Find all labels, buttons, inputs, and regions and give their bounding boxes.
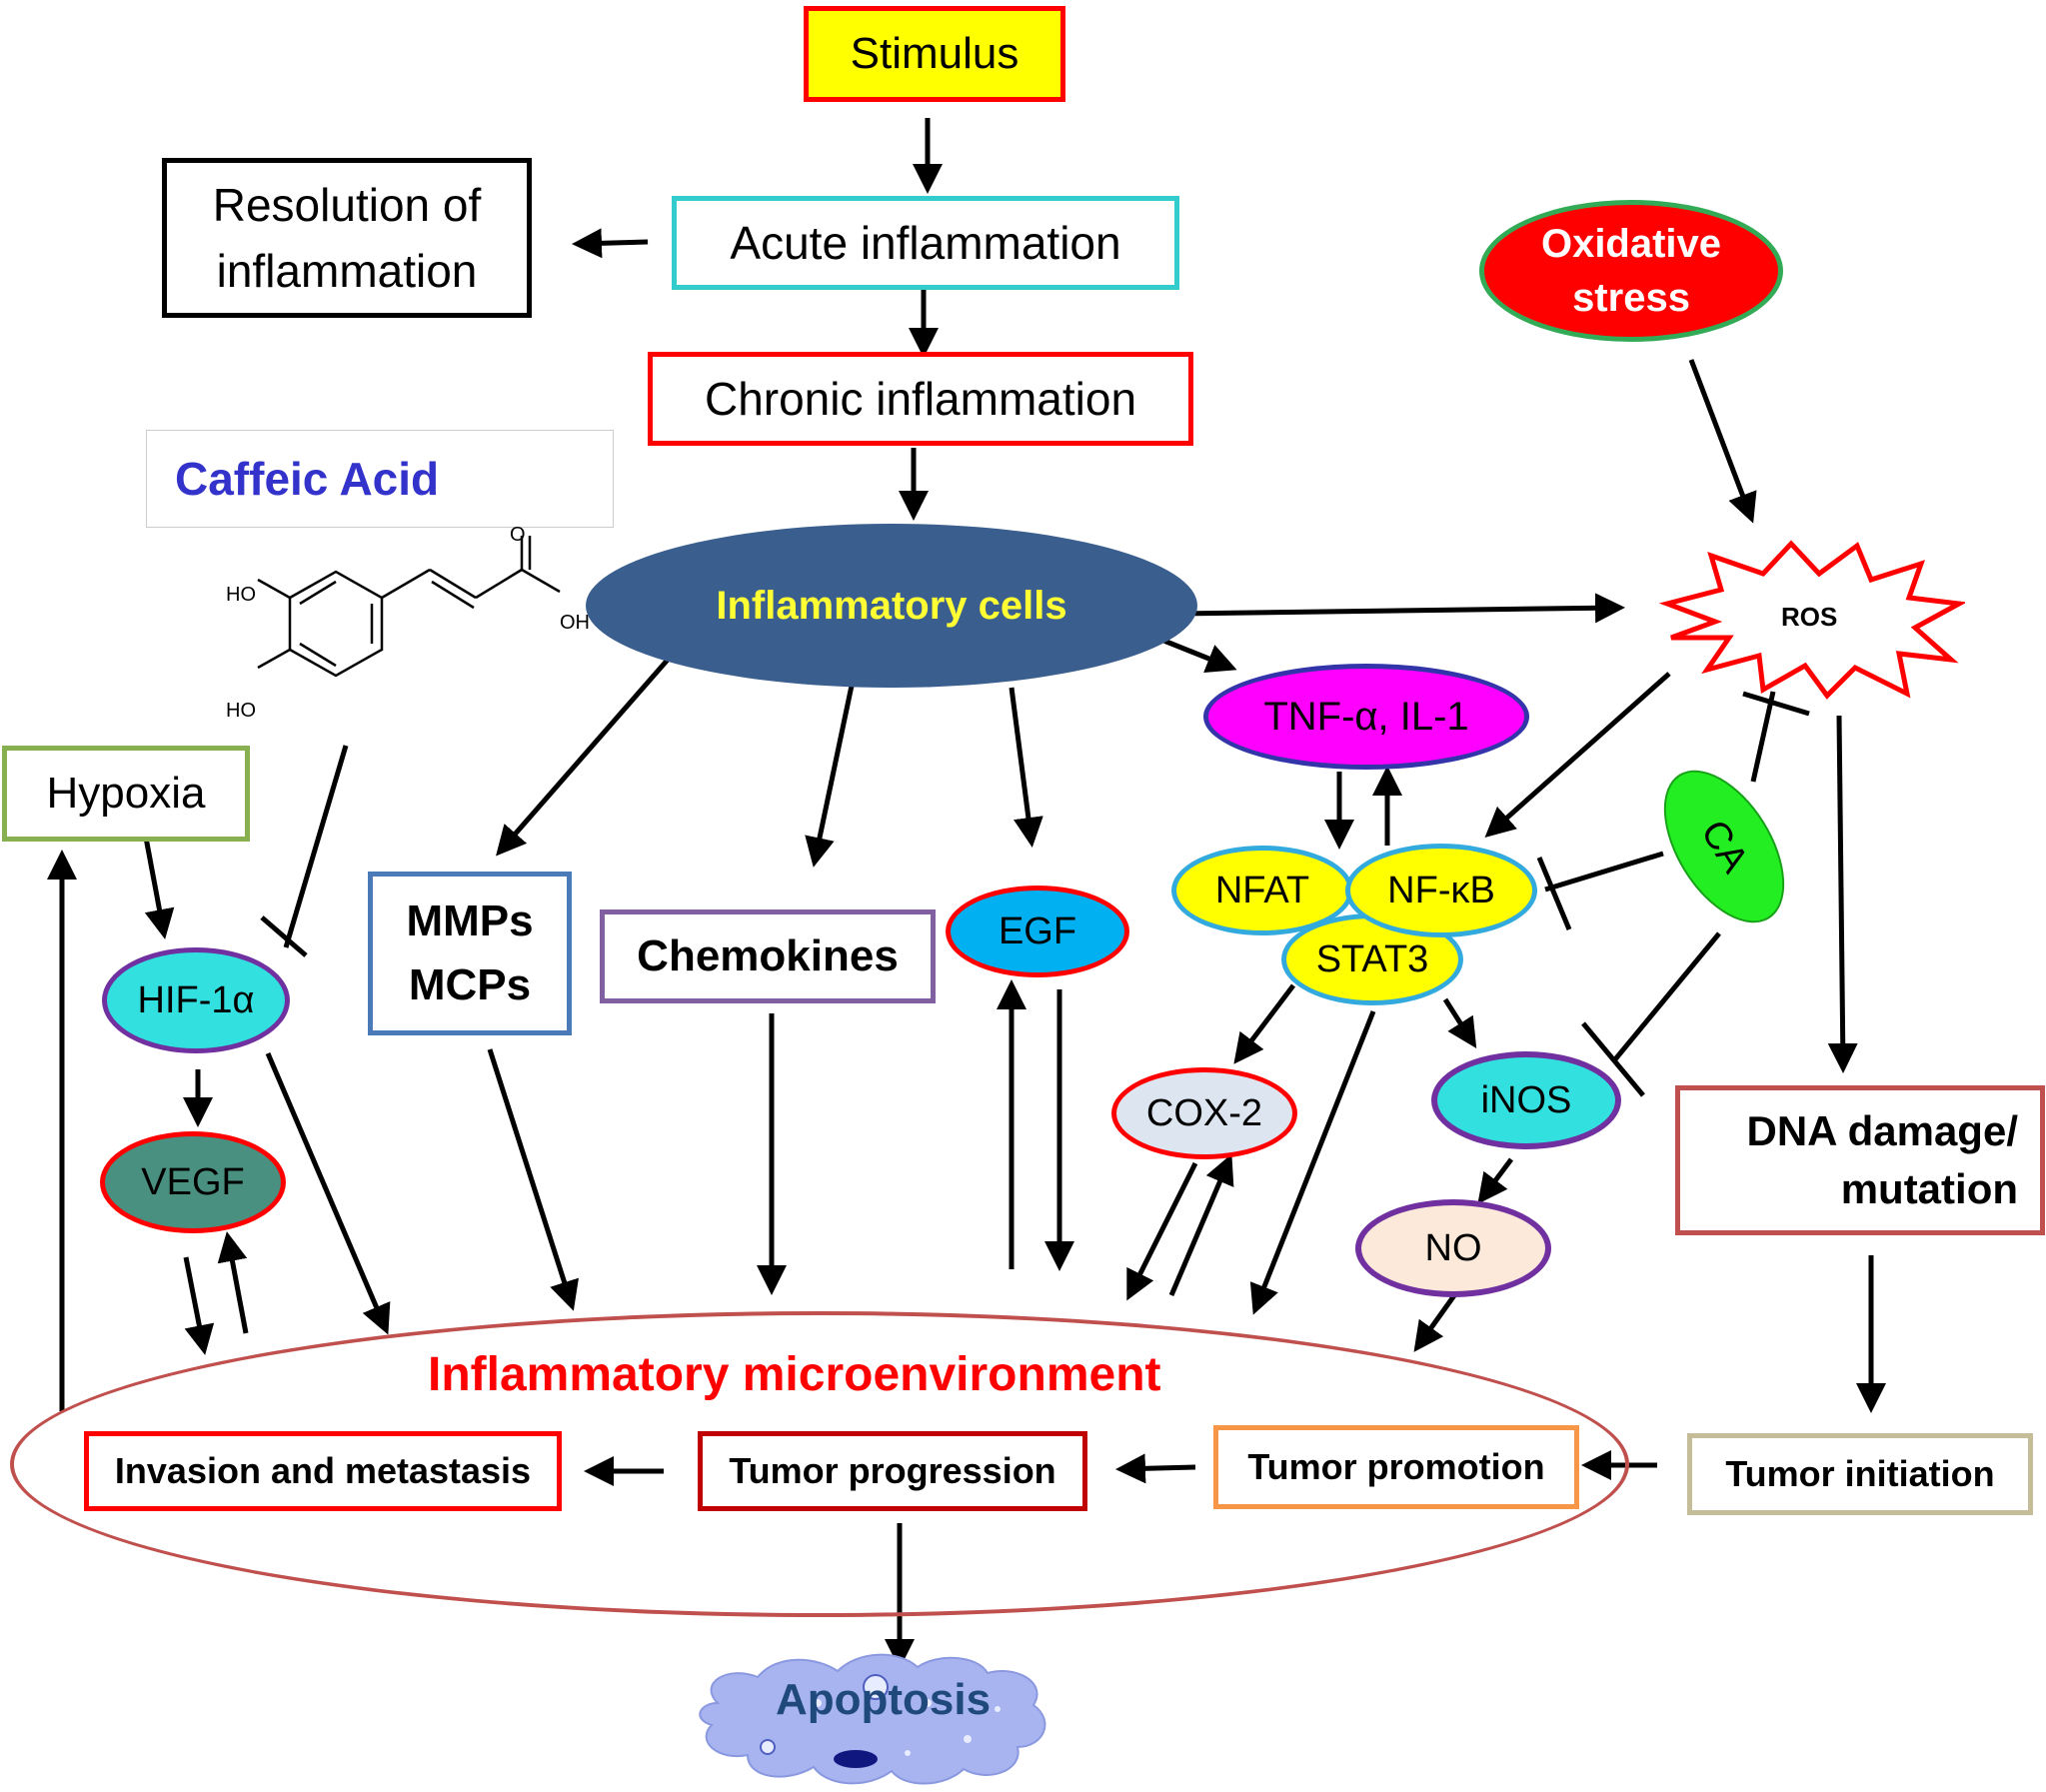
caffeic-acid-title: Caffeic Acid xyxy=(175,453,440,505)
tumor-initiation-node: Tumor initiation xyxy=(1687,1433,2033,1515)
inhibit-bar-caffeic-hif xyxy=(260,915,308,957)
inhibit-bar-ca-ros xyxy=(1742,691,1810,717)
oxidative-stress-line1: Oxidative xyxy=(1540,222,1722,266)
cox2-label: COX-2 xyxy=(1145,1091,1263,1134)
structure-ho-bottom: HO xyxy=(226,700,256,722)
inhibit-caffeic-hif xyxy=(283,745,349,948)
tnf-il1-node: TNF-α, IL-1 xyxy=(1203,664,1529,770)
hif1a-node: HIF-1α xyxy=(102,947,290,1053)
inhibit-bar-ca-nfkb xyxy=(1536,857,1572,930)
structure-ho-top: HO xyxy=(226,584,256,606)
inflammatory-microenvironment-ellipse xyxy=(10,1311,1629,1617)
benzene-ring xyxy=(288,570,384,678)
acute-inflammation-node: Acute inflammation xyxy=(672,196,1179,290)
hif1a-label: HIF-1α xyxy=(137,978,255,1021)
inflammatory-cells-node: Inflammatory cells xyxy=(586,524,1197,688)
arrow-mmps-microenv xyxy=(487,1048,579,1311)
arrow-cells-egf xyxy=(1009,687,1043,848)
hypoxia-node: Hypoxia xyxy=(2,746,250,842)
ca-label: CA xyxy=(1692,813,1757,881)
resolution-label-line1: Resolution of xyxy=(212,179,482,231)
arrow-microenv-vegf xyxy=(217,1231,249,1334)
stat3-label: STAT3 xyxy=(1315,937,1429,980)
nfkb-node: NF-κB xyxy=(1345,844,1537,937)
apoptosis-cell-image xyxy=(699,1653,1046,1785)
arrow-hypoxia-hif xyxy=(143,837,175,939)
vegf-node: VEGF xyxy=(100,1131,286,1233)
arrow-cells-chemokines xyxy=(805,685,855,868)
arrow-ros-dna xyxy=(1827,715,1858,1073)
apoptosis-label: Apoptosis xyxy=(776,1675,992,1724)
nfkb-label: NF-κB xyxy=(1387,869,1495,911)
vegf-label: VEGF xyxy=(141,1160,245,1203)
invasion-metastasis-label: Invasion and metastasis xyxy=(114,1450,532,1491)
tumor-progression-node: Tumor progression xyxy=(698,1431,1087,1511)
arrows xyxy=(47,118,1886,1669)
inhibit-ca-nfkb xyxy=(1544,851,1664,893)
arrow-vegf-microenv xyxy=(183,1256,215,1355)
ros-label: ROS xyxy=(1781,602,1838,632)
caffeic-acid-title-box: Caffeic Acid xyxy=(146,430,614,528)
caffeic-acid-structure xyxy=(257,536,561,678)
oxidative-stress-line2: stress xyxy=(1572,276,1690,320)
arrow-inos-no xyxy=(1477,1157,1513,1204)
hypoxia-label: Hypoxia xyxy=(46,769,206,818)
resolution-label-line2: inflammation xyxy=(216,245,478,297)
arrow-oxidative-ros xyxy=(1688,359,1757,524)
inhibit-bar-ca-inos xyxy=(1581,1021,1645,1097)
tumor-initiation-label: Tumor initiation xyxy=(1725,1453,1995,1494)
egf-node: EGF xyxy=(946,886,1129,977)
stimulus-label: Stimulus xyxy=(850,29,1020,78)
arrow-cells-tnf xyxy=(1160,637,1237,674)
dna-damage-line1: DNA damage/ xyxy=(1746,1107,2018,1154)
ros-starburst xyxy=(1659,540,1965,700)
chronic-inflammation-label: Chronic inflammation xyxy=(704,373,1137,425)
mmps-label: MMPs xyxy=(406,896,534,945)
arrow-cells-mmps xyxy=(496,658,670,857)
mmps-mcps-node: MMPs MCPs xyxy=(368,872,572,1035)
dna-damage-node: DNA damage/ mutation xyxy=(1675,1085,2045,1235)
mcps-label: MCPs xyxy=(408,960,532,1009)
arrow-no-microenv xyxy=(1413,1289,1460,1352)
tumor-promotion-label: Tumor promotion xyxy=(1247,1446,1545,1487)
inflammatory-cells-label: Inflammatory cells xyxy=(716,583,1067,628)
tumor-progression-label: Tumor progression xyxy=(729,1450,1056,1491)
tumor-promotion-node: Tumor promotion xyxy=(1213,1425,1579,1509)
dna-damage-line2: mutation xyxy=(1840,1165,2018,1212)
stimulus-node: Stimulus xyxy=(804,6,1065,102)
inflammatory-microenvironment-label: Inflammatory microenvironment xyxy=(428,1348,1161,1401)
arrow-cox2-microenv xyxy=(1126,1161,1198,1301)
ros-star-shape xyxy=(1659,540,1965,700)
nfat-label: NFAT xyxy=(1214,869,1310,911)
acute-inflammation-label: Acute inflammation xyxy=(730,217,1121,269)
arrow-cells-ros xyxy=(1176,593,1625,624)
chemokines-label: Chemokines xyxy=(637,931,899,980)
apoptosis-cell-shape xyxy=(699,1653,1046,1785)
arrow-ros-nfkb xyxy=(1484,672,1671,838)
tnf-il1-label: TNF-α, IL-1 xyxy=(1263,694,1469,739)
inhibit-ca-ros xyxy=(1750,691,1776,783)
inos-label: iNOS xyxy=(1480,1078,1572,1121)
resolution-node: Resolution of inflammation xyxy=(162,158,532,318)
no-label: NO xyxy=(1424,1226,1482,1269)
arrow-acute-resolution xyxy=(572,228,649,259)
arrow-stat3-inos xyxy=(1442,997,1477,1049)
inos-node: iNOS xyxy=(1431,1051,1621,1149)
arrow-hif-microenv xyxy=(265,1052,391,1335)
no-node: NO xyxy=(1355,1199,1551,1297)
cox2-node: COX-2 xyxy=(1111,1067,1297,1159)
arrow-microenv-cox2 xyxy=(1168,1153,1234,1296)
structure-o: O xyxy=(510,524,526,546)
inhibit-ca-inos xyxy=(1613,931,1721,1061)
oxidative-stress-node: Oxidative stress xyxy=(1479,200,1783,342)
chemokines-node: Chemokines xyxy=(600,909,936,1003)
arrow-stat3-cox2 xyxy=(1233,983,1295,1064)
egf-label: EGF xyxy=(998,909,1077,952)
chronic-inflammation-node: Chronic inflammation xyxy=(648,352,1193,446)
arrow-stat3-microenv xyxy=(1249,1010,1376,1315)
invasion-metastasis-node: Invasion and metastasis xyxy=(84,1431,562,1511)
structure-oh: OH xyxy=(560,612,590,634)
